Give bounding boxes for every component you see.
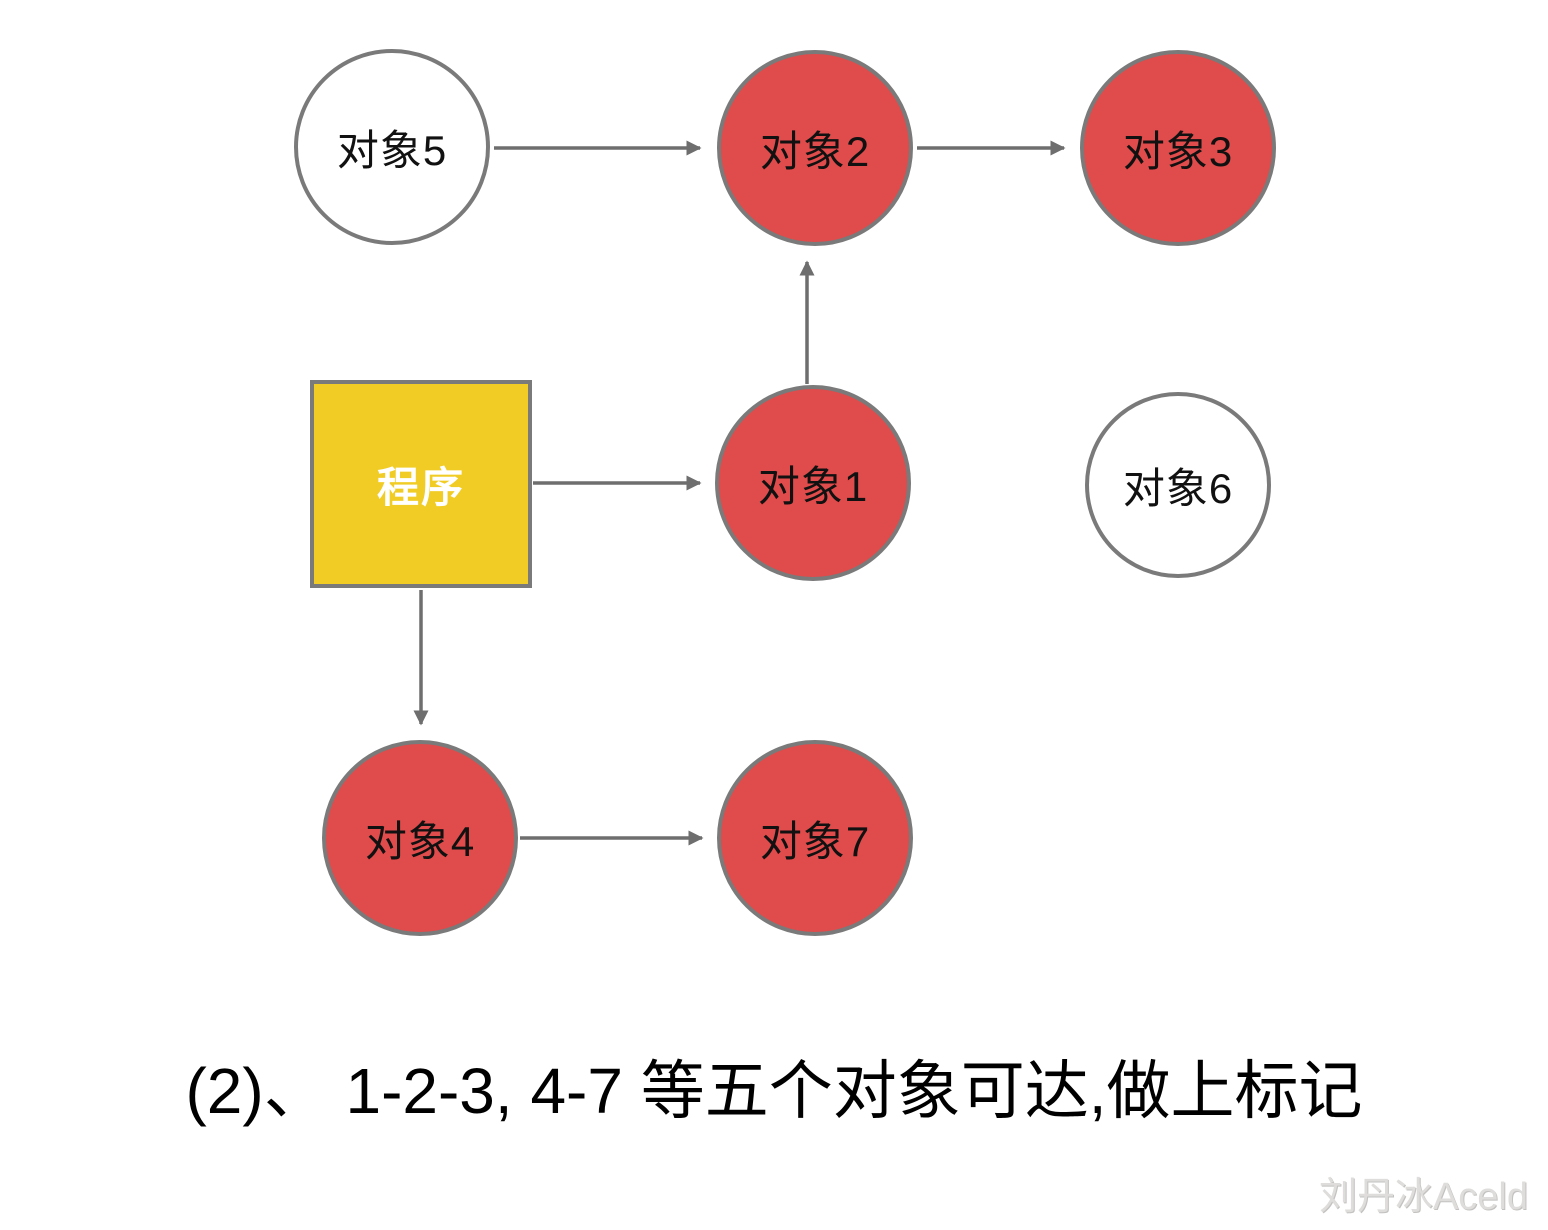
node-obj7-label: 对象7 xyxy=(759,817,871,865)
node-obj2: 对象2 xyxy=(717,50,913,246)
watermark-text: 刘丹冰Aceld xyxy=(1318,1176,1528,1218)
node-obj5: 对象5 xyxy=(294,49,490,245)
node-obj4-label: 对象4 xyxy=(364,817,476,865)
caption-text: (2)、 1-2-3, 4-7 等五个对象可达,做上标记 xyxy=(185,1055,1363,1127)
node-obj7: 对象7 xyxy=(717,740,913,936)
node-obj4: 对象4 xyxy=(322,740,518,936)
node-obj3-label: 对象3 xyxy=(1122,127,1234,175)
program-box-label: 程序 xyxy=(376,463,465,511)
node-obj2-label: 对象2 xyxy=(759,127,871,175)
node-obj1-label: 对象1 xyxy=(757,462,869,510)
node-obj3: 对象3 xyxy=(1080,50,1276,246)
node-obj5-label: 对象5 xyxy=(336,126,448,174)
program-box: 程序 xyxy=(310,380,532,588)
node-obj6-label: 对象6 xyxy=(1122,464,1234,512)
node-obj1: 对象1 xyxy=(715,385,911,581)
node-obj6: 对象6 xyxy=(1085,392,1271,578)
